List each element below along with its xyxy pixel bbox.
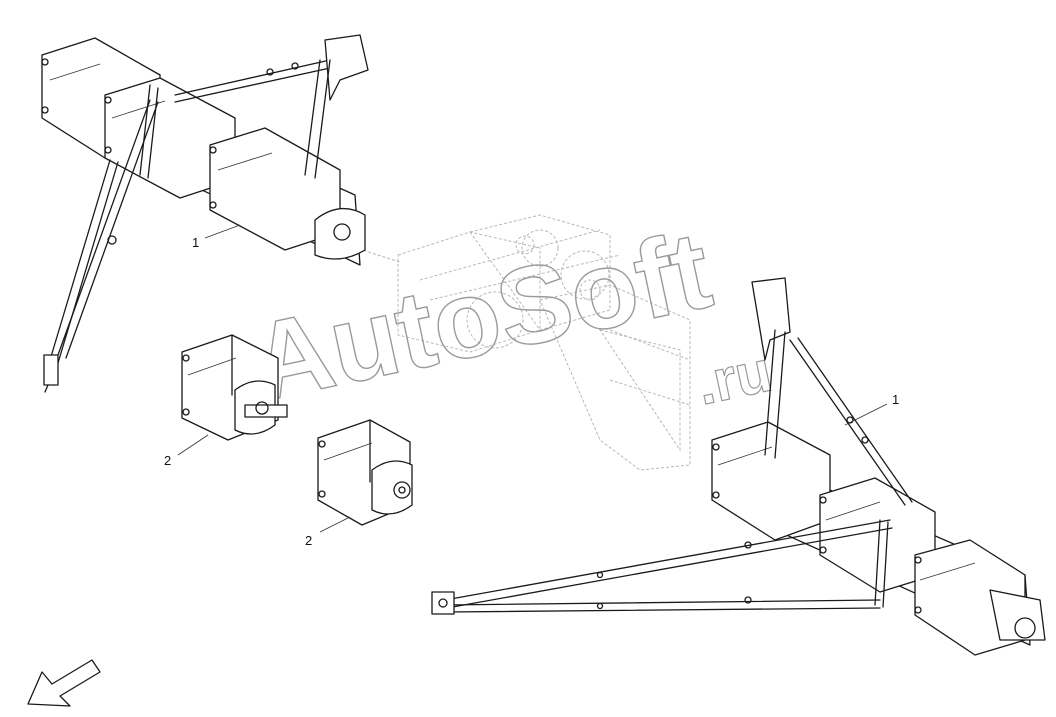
assembly-lower-right xyxy=(431,277,1046,656)
callout-2-left: 2 xyxy=(164,434,209,468)
callout-label: 1 xyxy=(892,392,899,407)
callout-label: 2 xyxy=(164,453,171,468)
gearbox-part-2-b xyxy=(317,419,413,526)
assembly-upper-left xyxy=(41,34,369,393)
callout-label: 1 xyxy=(192,235,199,250)
arrow-down-left-icon xyxy=(27,659,101,707)
callout-label: 2 xyxy=(305,533,312,548)
callout-1-upper: 1 xyxy=(192,224,241,250)
gearbox-part-2-a xyxy=(181,334,288,441)
callout-2-right: 2 xyxy=(305,516,351,548)
callout-1-lower: 1 xyxy=(844,392,899,426)
